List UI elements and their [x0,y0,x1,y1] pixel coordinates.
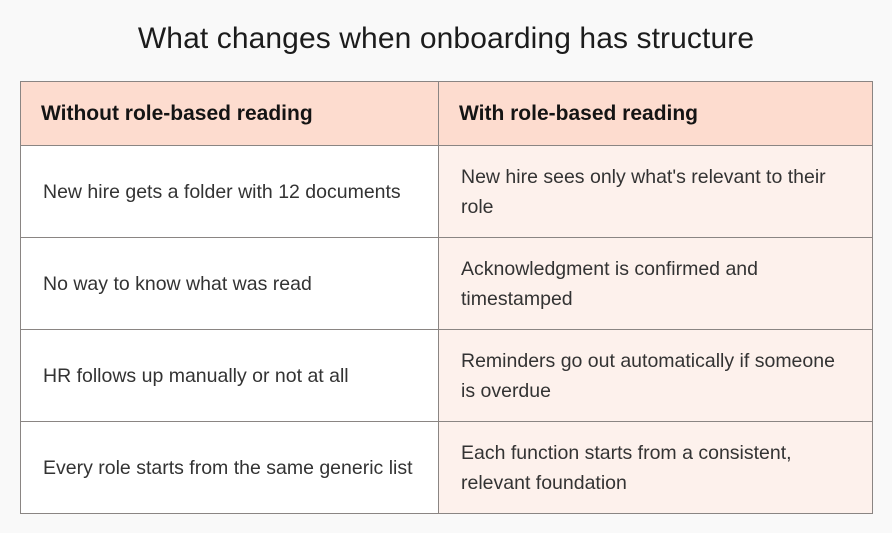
cell-with: Reminders go out automatically if someon… [438,329,873,422]
table-row: New hire gets a folder with 12 documents… [20,145,873,238]
cell-without: New hire gets a folder with 12 documents [20,145,439,238]
header-without-role-based: Without role-based reading [20,81,439,146]
table-row: No way to know what was read Acknowledgm… [20,237,873,330]
header-with-role-based: With role-based reading [438,81,873,146]
cell-with: Each function starts from a consistent, … [438,421,873,514]
page-title: What changes when onboarding has structu… [137,22,755,55]
cell-with: New hire sees only what's relevant to th… [438,145,873,238]
cell-with: Acknowledgment is confirmed and timestam… [438,237,873,330]
cell-without: Every role starts from the same generic … [20,421,439,514]
table-header-row: Without role-based reading With role-bas… [20,81,873,146]
table-row: Every role starts from the same generic … [20,421,873,514]
comparison-table: Without role-based reading With role-bas… [20,81,873,514]
cell-without: HR follows up manually or not at all [20,329,439,422]
cell-without: No way to know what was read [20,237,439,330]
table-row: HR follows up manually or not at all Rem… [20,329,873,422]
